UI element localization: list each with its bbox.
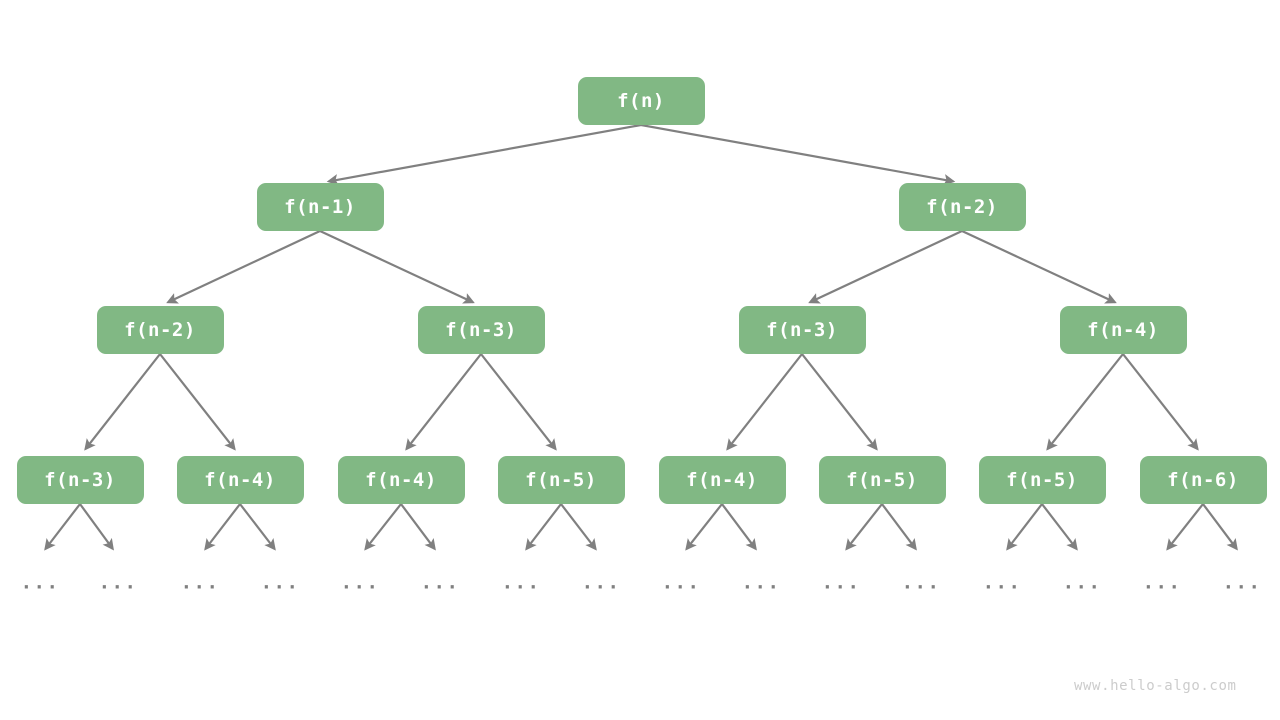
leaf-stub-edge	[525, 503, 562, 551]
ellipsis-label: ...	[340, 571, 380, 594]
ellipsis-label: ...	[420, 571, 460, 594]
tree-node: f(n-5)	[497, 456, 625, 504]
leaf-stub-edge	[79, 503, 114, 551]
ellipsis-label: ...	[581, 571, 621, 594]
tree-node-label: f(n-3)	[44, 469, 116, 491]
tree-node-label: f(n-4)	[204, 469, 276, 491]
leaf-stub-edge	[845, 503, 883, 551]
tree-node-label: f(n-4)	[686, 469, 758, 491]
tree-node: f(n-5)	[978, 456, 1106, 504]
tree-edge	[159, 353, 236, 451]
tree-node-label: f(n-6)	[1167, 469, 1239, 491]
leaf-stub-edge	[1166, 503, 1204, 551]
tree-edge	[405, 353, 482, 451]
tree-edge	[1122, 353, 1199, 451]
tree-node: f(n-4)	[337, 456, 465, 504]
tree-edge	[480, 353, 557, 451]
ellipsis-label: ...	[982, 571, 1022, 594]
tree-node-label: f(n-3)	[445, 319, 517, 341]
tree-node: f(n-3)	[738, 306, 866, 354]
tree-edge	[166, 230, 321, 304]
tree-node-label: f(n-4)	[365, 469, 437, 491]
ellipsis-label: ...	[1142, 571, 1182, 594]
tree-node: f(n-2)	[898, 183, 1026, 231]
ellipsis-label: ...	[98, 571, 138, 594]
tree-node: f(n-2)	[96, 306, 224, 354]
tree-edge	[326, 123, 642, 186]
ellipsis-label: ...	[1062, 571, 1102, 594]
tree-node-label: f(n-3)	[766, 319, 838, 341]
ellipsis-label: ...	[741, 571, 781, 594]
ellipsis-label: ...	[501, 571, 541, 594]
tree-node-label: f(n-1)	[284, 196, 356, 218]
tree-edge	[808, 230, 963, 304]
ellipsis-label: ...	[661, 571, 701, 594]
tree-edge	[961, 230, 1117, 304]
tree-node-label: f(n-5)	[846, 469, 918, 491]
ellipsis-label: ...	[180, 571, 220, 594]
tree-edge	[1046, 353, 1124, 451]
tree-node: f(n-1)	[256, 183, 384, 231]
tree-node-label: f(n-2)	[926, 196, 998, 218]
ellipsis-label: ...	[901, 571, 941, 594]
leaf-stub-edge	[1006, 503, 1043, 551]
tree-edge	[801, 353, 878, 451]
leaf-stub-edge	[1041, 503, 1078, 551]
tree-node: f(n-4)	[1059, 306, 1187, 354]
ellipsis-label: ...	[20, 571, 60, 594]
ellipsis-label: ...	[821, 571, 861, 594]
leaf-stub-edges	[44, 503, 1238, 551]
tree-node: f(n-6)	[1139, 456, 1267, 504]
watermark: www.hello-algo.com	[1074, 678, 1237, 694]
ellipsis-label: ...	[260, 571, 300, 594]
leaf-stub-edge	[560, 503, 597, 551]
tree-node: f(n-3)	[417, 306, 545, 354]
ellipsis-label: ...	[1222, 571, 1262, 594]
tree-node-label: f(n-4)	[1087, 319, 1159, 341]
leaf-stub-edge	[721, 503, 757, 551]
tree-node: f(n-5)	[818, 456, 946, 504]
leaf-stub-edge	[400, 503, 436, 551]
tree-edge	[640, 123, 956, 186]
leaf-stub-edge	[204, 503, 241, 551]
tree-edge	[726, 353, 803, 451]
leaf-stub-edge	[685, 503, 723, 551]
leaf-stub-edge	[881, 503, 917, 551]
leaf-stub-edge	[1202, 503, 1238, 551]
tree-node: f(n)	[577, 77, 705, 125]
tree-node: f(n-3)	[16, 456, 144, 504]
tree-node-label: f(n-5)	[525, 469, 597, 491]
tree-node: f(n-4)	[658, 456, 786, 504]
leaf-stub-edge	[239, 503, 276, 551]
tree-node-label: f(n)	[617, 90, 665, 112]
tree-edges	[84, 123, 1199, 451]
leaf-stub-edge	[44, 503, 81, 551]
tree-edge	[319, 230, 475, 304]
leaf-stub-edge	[364, 503, 402, 551]
tree-node-label: f(n-2)	[124, 319, 196, 341]
tree-node: f(n-4)	[176, 456, 304, 504]
tree-edge	[84, 353, 161, 451]
tree-node-label: f(n-5)	[1006, 469, 1078, 491]
